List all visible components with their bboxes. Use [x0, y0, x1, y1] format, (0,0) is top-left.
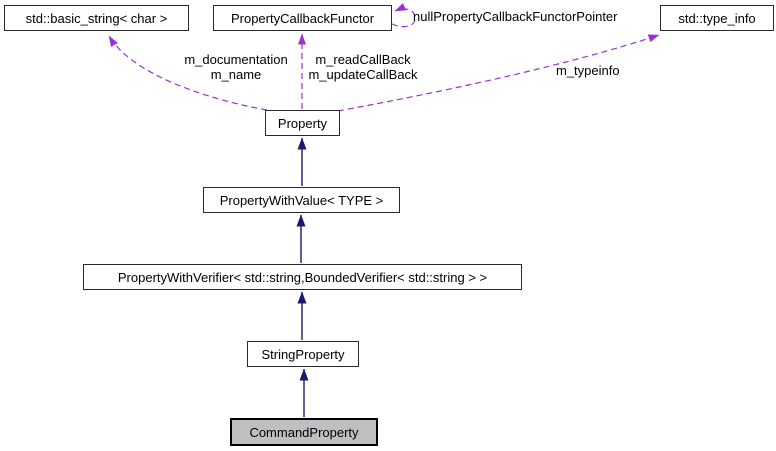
class-node-label: PropertyWithValue< TYPE >: [219, 192, 384, 208]
class-node-propertywithvalue[interactable]: PropertyWithValue< TYPE >: [203, 187, 400, 213]
class-node-label: std::basic_string< char >: [25, 10, 168, 26]
edge-label-documentation-name: m_documentation m_name: [175, 52, 297, 82]
class-node-propertycallbackfunctor[interactable]: PropertyCallbackFunctor: [213, 5, 392, 31]
edge-label-line: m_name: [210, 67, 262, 82]
edge-label-typeinfo: m_typeinfo: [556, 63, 620, 78]
class-node-propertywithverifier[interactable]: PropertyWithVerifier< std::string,Bounde…: [83, 264, 522, 290]
edge-label-line: nullPropertyCallbackFunctorPointer: [413, 9, 618, 24]
class-node-std-type-info[interactable]: std::type_info: [660, 5, 774, 31]
class-node-label: Property: [277, 115, 328, 131]
class-node-stringproperty[interactable]: StringProperty: [247, 341, 359, 367]
class-node-property[interactable]: Property: [265, 110, 340, 136]
usage-arrow-propertycallbackfunctor-self-loop: [391, 3, 416, 28]
class-node-label: PropertyWithVerifier< std::string,Bounde…: [117, 269, 488, 285]
usage-arrow-property-to-typeinfo: [337, 34, 660, 112]
class-node-label: StringProperty: [261, 346, 345, 362]
edge-label-line: m_documentation: [184, 52, 288, 67]
class-node-std-basic-string[interactable]: std::basic_string< char >: [4, 5, 189, 31]
class-node-commandproperty[interactable]: CommandProperty: [230, 418, 378, 446]
class-node-label: std::type_info: [678, 10, 756, 26]
edge-label-line: m_typeinfo: [556, 63, 620, 78]
edge-label-null-pointer: nullPropertyCallbackFunctorPointer: [413, 9, 617, 24]
class-node-label: PropertyCallbackFunctor: [230, 10, 375, 26]
edge-label-line: m_updateCallBack: [308, 67, 418, 82]
class-node-label: CommandProperty: [249, 424, 359, 440]
edge-label-callbacks: m_readCallBack m_updateCallBack: [300, 52, 426, 82]
usage-arrow-property-to-basicstring: [108, 35, 268, 111]
edge-label-line: m_readCallBack: [315, 52, 411, 67]
